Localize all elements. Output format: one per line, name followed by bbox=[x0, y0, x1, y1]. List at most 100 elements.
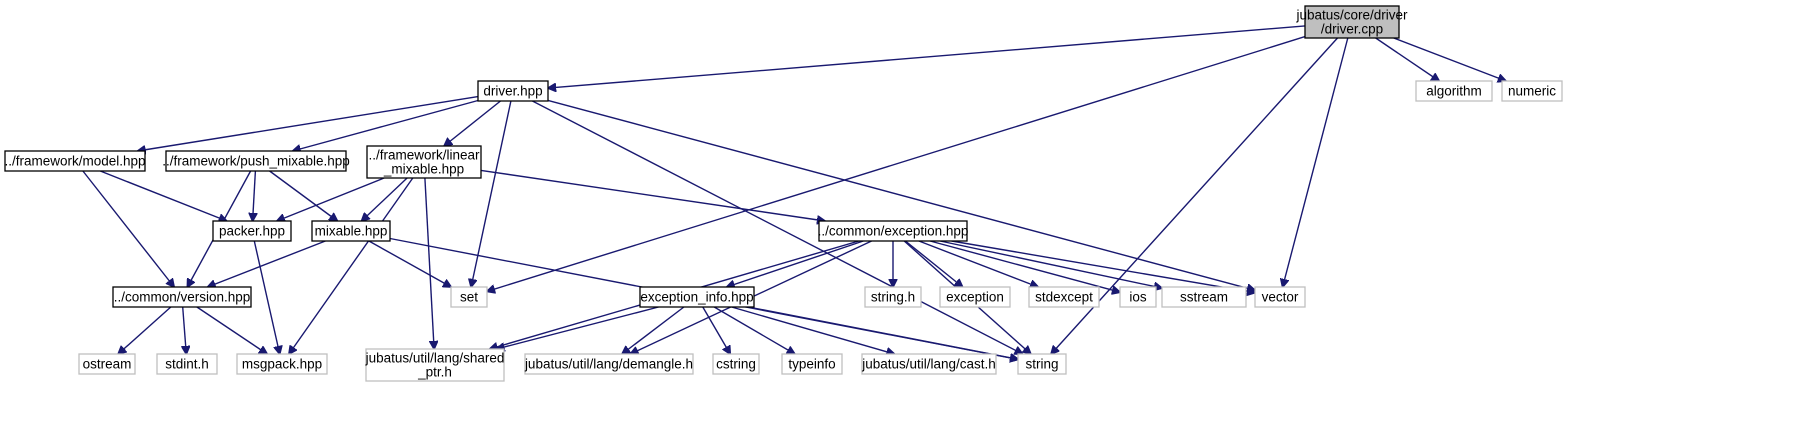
edge-line bbox=[82, 170, 174, 287]
edge-line bbox=[904, 240, 962, 287]
node-box bbox=[524, 353, 694, 375]
edge-line bbox=[293, 99, 479, 152]
node-label: exception bbox=[946, 290, 1004, 305]
edge-line bbox=[118, 306, 172, 354]
node-box bbox=[366, 145, 482, 179]
node-stdexcept: stdexcept bbox=[1028, 286, 1100, 308]
edge-line bbox=[939, 240, 1162, 288]
node-label: ostream bbox=[83, 357, 132, 372]
edge-exception_info_hpp-to-shared_ptr_h bbox=[497, 306, 659, 349]
node-ostream: ostream bbox=[78, 353, 136, 375]
edge-line bbox=[1375, 37, 1440, 81]
node-packer-hpp[interactable]: packer.hpp bbox=[212, 220, 292, 242]
edge-line bbox=[929, 240, 1120, 292]
node-label: ios bbox=[1129, 290, 1147, 305]
node-driver-hpp[interactable]: driver.hpp bbox=[477, 80, 549, 102]
node-label: vector bbox=[1262, 290, 1299, 305]
edge-line bbox=[918, 240, 1038, 287]
edge-line bbox=[253, 170, 256, 221]
edge-exception_info_hpp-to-demangle_h bbox=[622, 306, 685, 354]
edge-driver_cpp-to-vector bbox=[1283, 37, 1349, 287]
node-box bbox=[165, 150, 347, 172]
edge-linear_mixable_hpp-to-shared_ptr_h bbox=[424, 177, 434, 349]
edge-driver_cpp-to-driver_hpp bbox=[548, 25, 1306, 88]
node-box bbox=[78, 353, 136, 375]
node-label: cstring bbox=[716, 357, 756, 372]
node-label: sstream bbox=[1180, 290, 1228, 305]
node-label: exception_info.hpp bbox=[640, 290, 753, 305]
edge-driver_hpp-to-vector bbox=[547, 99, 1255, 290]
node-box bbox=[1017, 353, 1067, 375]
edge-line bbox=[480, 169, 825, 221]
node-sstream: sstream bbox=[1161, 286, 1247, 308]
edge-line bbox=[368, 240, 451, 287]
node-push-mixable-hpp[interactable]: ../framework/push_mixable.hpp bbox=[162, 150, 350, 172]
node-box bbox=[639, 286, 755, 308]
edge-line bbox=[547, 99, 1255, 290]
edge-exception_info_hpp-to-cstring bbox=[702, 306, 730, 354]
node-box bbox=[1028, 286, 1100, 308]
edge-line bbox=[548, 25, 1306, 88]
edge-driver_cpp-to-set bbox=[487, 35, 1306, 292]
node-label: stdexcept bbox=[1035, 290, 1093, 305]
node-label: packer.hpp bbox=[219, 224, 285, 239]
node-label: algorithm bbox=[1426, 84, 1482, 99]
edge-line bbox=[727, 240, 864, 287]
node-string: string bbox=[1017, 353, 1067, 375]
edge-version_hpp-to-ostream bbox=[118, 306, 172, 354]
node-label: ../common/version.hpp bbox=[114, 290, 251, 305]
edge-line bbox=[138, 95, 479, 151]
edge-exception_hpp-to-exception bbox=[904, 240, 962, 287]
node-box bbox=[156, 353, 218, 375]
node-box bbox=[781, 353, 843, 375]
node-mixable-hpp[interactable]: mixable.hpp bbox=[311, 220, 391, 242]
node-box bbox=[818, 220, 968, 242]
node-model-hpp[interactable]: ../framework/model.hpp bbox=[4, 150, 146, 172]
edge-line bbox=[277, 177, 385, 221]
edge-linear_mixable_hpp-to-packer_hpp bbox=[277, 177, 385, 221]
edge-line bbox=[713, 306, 795, 354]
node-label: mixable.hpp bbox=[315, 224, 388, 239]
node-driver-cpp[interactable]: jubatus/core/driver/driver.cpp bbox=[1295, 5, 1408, 39]
edge-layer bbox=[82, 25, 1506, 360]
edge-packer_hpp-to-msgpack_hpp bbox=[253, 240, 279, 354]
node-box bbox=[450, 286, 488, 308]
node-box bbox=[212, 220, 292, 242]
edge-line bbox=[100, 170, 226, 221]
node-label: ../framework/linear bbox=[368, 148, 480, 163]
node-box bbox=[861, 353, 997, 375]
node-stdint-h: stdint.h bbox=[156, 353, 218, 375]
edge-linear_mixable_hpp-to-msgpack_hpp bbox=[289, 177, 414, 354]
edge-exception_hpp-to-ios bbox=[929, 240, 1120, 292]
edge-line bbox=[487, 35, 1306, 292]
edge-line bbox=[622, 306, 685, 354]
edge-push_mixable_hpp-to-mixable_hpp bbox=[269, 170, 338, 221]
node-label: jubatus/util/lang/demangle.h bbox=[524, 357, 693, 372]
node-cast-h: jubatus/util/lang/cast.h bbox=[861, 353, 997, 375]
edge-line bbox=[951, 240, 1255, 293]
node-exception-hpp[interactable]: ../common/exception.hpp bbox=[818, 220, 969, 242]
node-exception-info-hpp[interactable]: exception_info.hpp bbox=[639, 286, 755, 308]
node-shared-ptr-h: jubatus/util/lang/shared_ptr.h bbox=[365, 348, 505, 382]
node-set: set bbox=[450, 286, 488, 308]
node-linear-mixable-hpp[interactable]: ../framework/linear_mixable.hpp bbox=[366, 145, 482, 179]
edge-line bbox=[362, 177, 408, 221]
edge-line bbox=[471, 100, 512, 287]
node-box bbox=[112, 286, 252, 308]
edge-line bbox=[497, 306, 659, 349]
node-box bbox=[1254, 286, 1306, 308]
edge-line bbox=[253, 240, 279, 354]
node-box bbox=[477, 80, 549, 102]
node-label: _mixable.hpp bbox=[383, 162, 464, 177]
edge-line bbox=[1393, 37, 1506, 81]
node-version-hpp[interactable]: ../common/version.hpp bbox=[112, 286, 252, 308]
node-box bbox=[939, 286, 1011, 308]
node-label: ../framework/push_mixable.hpp bbox=[162, 154, 350, 169]
node-label: string.h bbox=[871, 290, 915, 305]
edge-exception_info_hpp-to-typeinfo bbox=[713, 306, 795, 354]
edge-push_mixable_hpp-to-packer_hpp bbox=[253, 170, 256, 221]
node-ios: ios bbox=[1119, 286, 1157, 308]
edge-line bbox=[424, 177, 434, 349]
edge-line bbox=[183, 306, 187, 354]
edge-exception_info_hpp-to-cast_h bbox=[731, 306, 895, 354]
